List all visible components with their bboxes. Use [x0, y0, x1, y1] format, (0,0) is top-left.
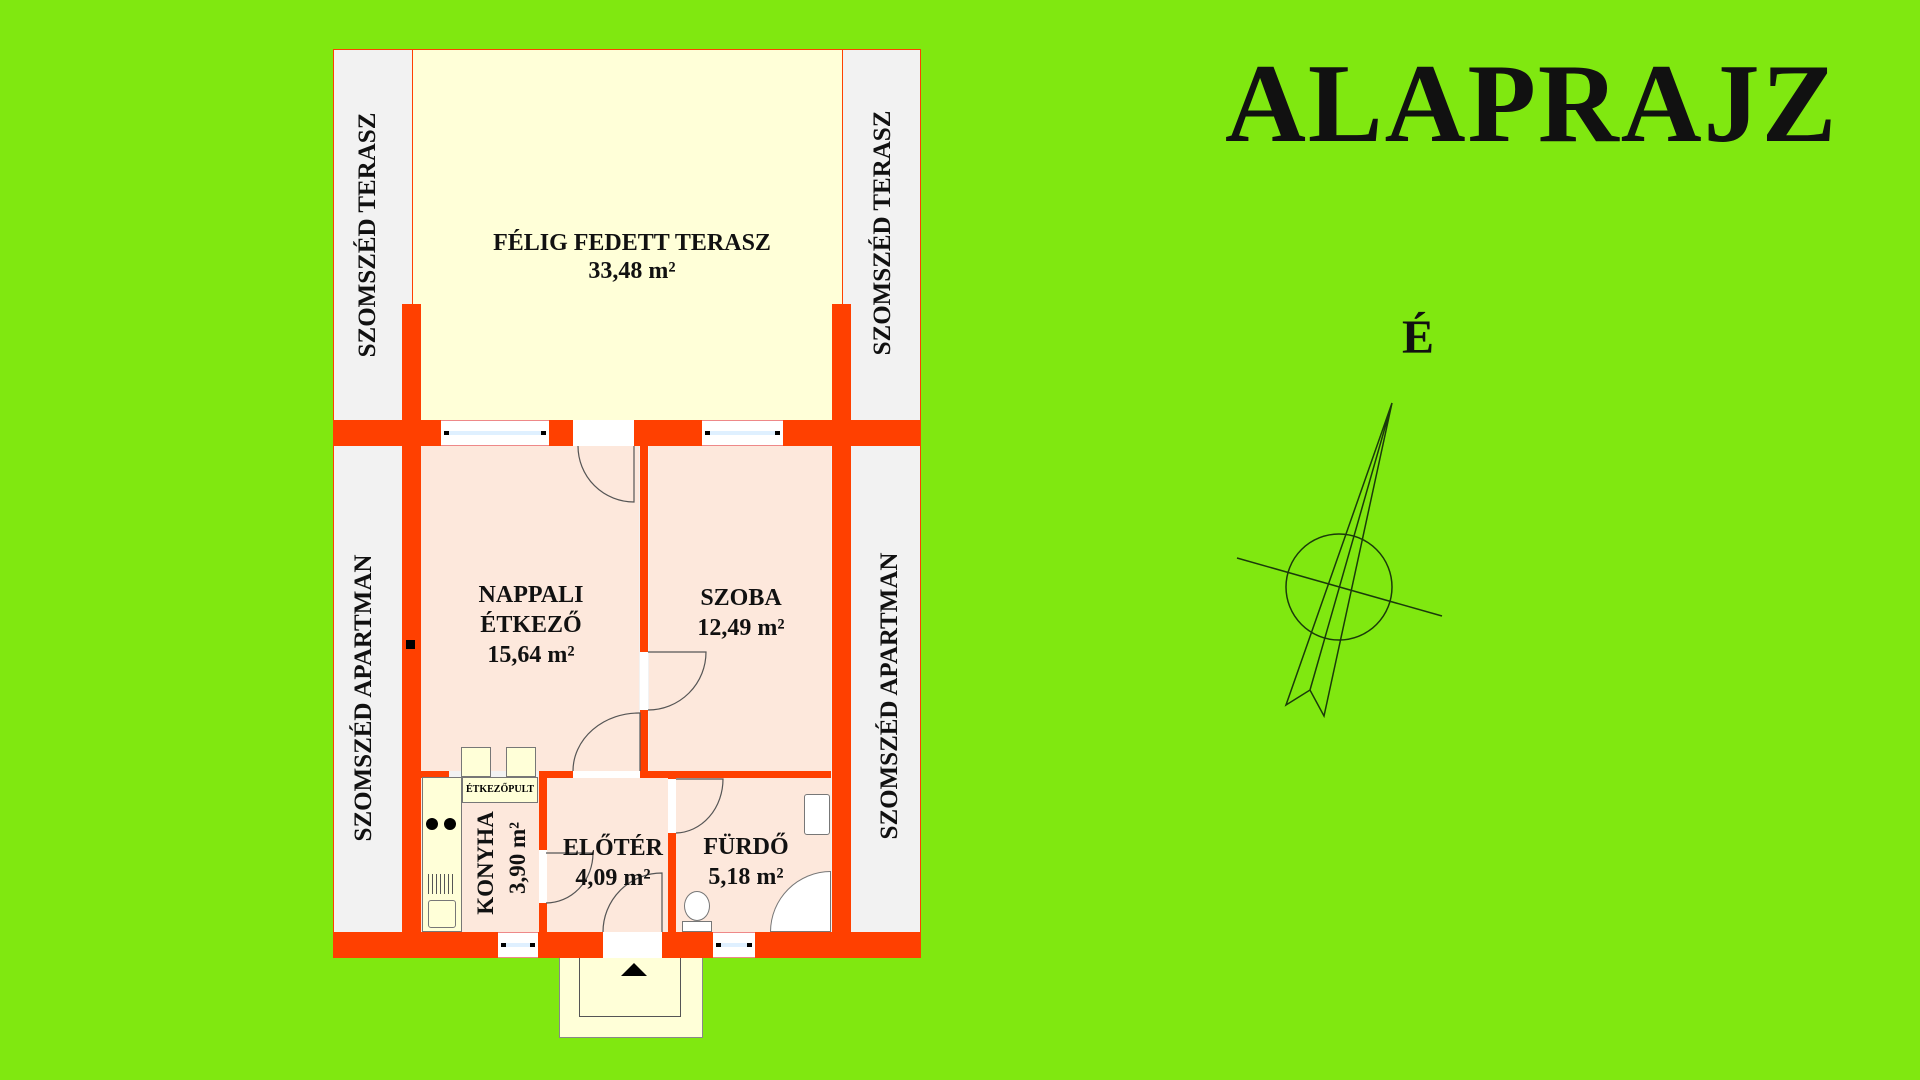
north-label: É	[1402, 311, 1435, 364]
wall-right	[832, 304, 851, 958]
compass-circle	[1285, 533, 1393, 641]
bar-stool-icon	[506, 747, 536, 777]
toilet-tank	[682, 921, 712, 932]
kitchen-door-opening	[539, 850, 547, 903]
terrace-name: FÉLIG FEDETT TERASZ	[493, 230, 771, 256]
window-kitchen	[498, 932, 538, 958]
bathroom-door-swing	[675, 778, 724, 834]
terrace-area	[412, 49, 843, 421]
bathroom-door-opening	[668, 779, 676, 833]
living-name: NAPPALI	[478, 582, 584, 608]
terrace-area-value: 33,48 m²	[588, 258, 676, 284]
hall-name: ELŐTÉR	[562, 835, 664, 861]
stove-burner-icon	[426, 818, 438, 830]
window-bathroom	[713, 932, 755, 958]
entrance-door-opening	[603, 932, 662, 958]
bathroom-label: FÜRDŐ 5,18 m²	[703, 832, 788, 892]
entrance-door-swing	[602, 872, 663, 933]
stove-burner-icon	[444, 818, 456, 830]
entrance-landing	[579, 958, 681, 1017]
bar-stool-icon	[461, 747, 491, 777]
washbasin-icon	[804, 794, 830, 835]
hall-label: ELŐTÉR 4,09 m²	[563, 833, 663, 893]
bathroom-area-value: 5,18 m²	[708, 864, 784, 890]
sink-drainer	[428, 874, 456, 894]
living-door-swing	[572, 712, 641, 772]
toilet-icon	[684, 891, 710, 921]
kitchen-door-swing	[545, 852, 594, 904]
entrance-arrow-icon	[621, 963, 647, 976]
bedroom-area-value: 12,49 m²	[697, 615, 785, 641]
terrace-label: FÉLIG FEDETT TERASZ 33,48 m²	[493, 229, 771, 285]
kitchen-sink-icon	[428, 900, 456, 928]
wall-living-bedroom	[640, 446, 648, 777]
chimney-marker	[406, 640, 415, 649]
bedroom-label: SZOBA 12,49 m²	[697, 583, 784, 643]
bedroom-door-swing	[647, 651, 707, 711]
page-title: ALAPRAJZ	[1225, 42, 1839, 166]
living-name-2: ÉTKEZŐ	[480, 612, 582, 638]
bedroom-door-opening	[640, 652, 648, 710]
compass-needle	[1284, 402, 1393, 719]
bedroom-area	[649, 446, 831, 771]
terrace-door-opening	[573, 420, 634, 446]
living-hall-door-opening	[573, 771, 640, 778]
window-bedroom	[702, 420, 783, 446]
window-living	[441, 420, 549, 446]
hall-area	[546, 777, 668, 932]
dining-counter: ÉTKEZŐPULT	[462, 777, 538, 803]
terrace-door-swing	[577, 445, 635, 503]
hall-area-value: 4,09 m²	[575, 865, 651, 891]
living-area-value: 15,64 m²	[487, 642, 575, 668]
bathroom-name: FÜRDŐ	[703, 834, 789, 860]
wall-left	[402, 304, 421, 958]
living-room-area	[421, 446, 639, 771]
wall-living-kitchen	[421, 771, 449, 778]
wall-hall-bathroom	[668, 771, 676, 932]
living-label: NAPPALI ÉTKEZŐ 15,64 m²	[479, 580, 584, 670]
wall-living-hall	[539, 771, 831, 778]
bedroom-name: SZOBA	[700, 585, 782, 611]
